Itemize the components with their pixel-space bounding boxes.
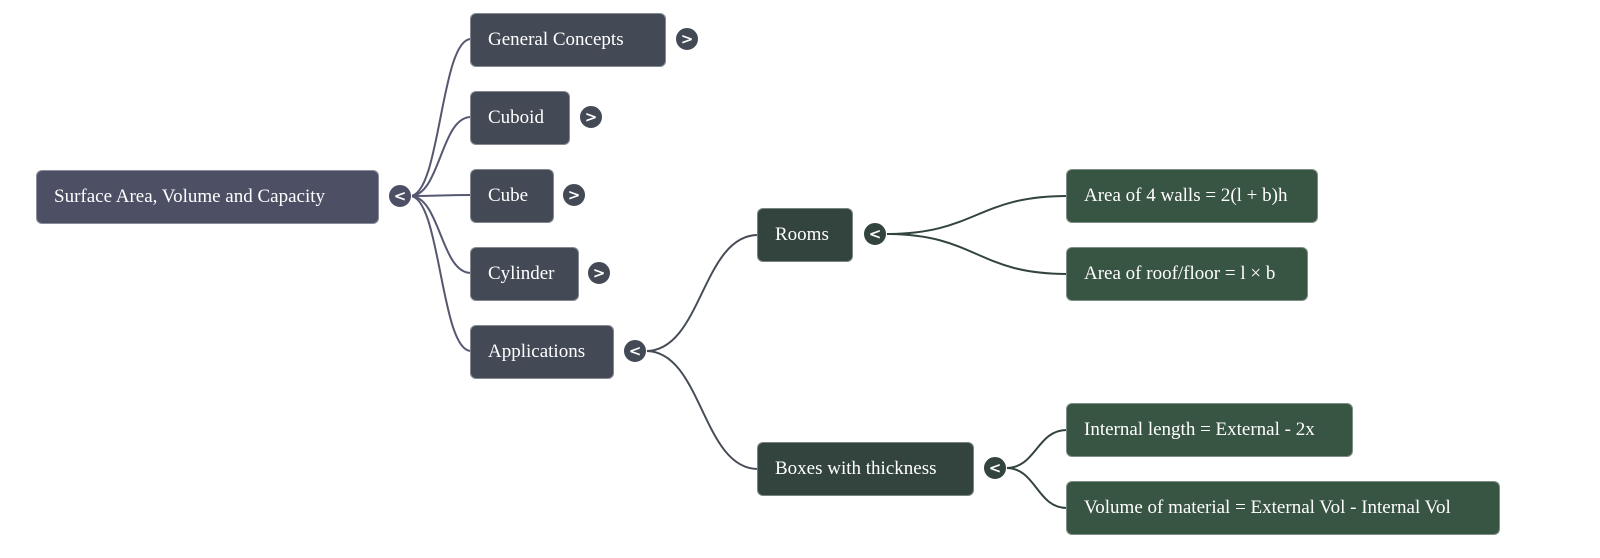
node-cube[interactable]: Cube bbox=[470, 169, 554, 223]
node-applications[interactable]: Applications bbox=[470, 325, 614, 379]
node-label: Boxes with thickness bbox=[775, 458, 937, 479]
connector-boxes-volume bbox=[1005, 467, 1068, 509]
node-label: Cube bbox=[488, 185, 529, 206]
node-label: Area of 4 walls = 2(l + b)h bbox=[1084, 185, 1288, 206]
node-label: Cuboid bbox=[488, 107, 544, 128]
node-label: Cylinder bbox=[488, 263, 555, 284]
node-internal-length[interactable]: Internal length = External - 2x bbox=[1066, 403, 1353, 457]
collapse-rooms-toggle-icon[interactable]: < bbox=[863, 222, 887, 246]
connector-root-0 bbox=[409, 38, 472, 197]
node-label: Applications bbox=[488, 341, 586, 362]
connector-root-2 bbox=[409, 194, 472, 197]
connector-rooms-roof bbox=[885, 233, 1068, 275]
node-area-of-4-walls[interactable]: Area of 4 walls = 2(l + b)h bbox=[1066, 169, 1318, 223]
connector-applications-rooms bbox=[645, 234, 759, 352]
node-label: Internal length = External - 2x bbox=[1084, 419, 1315, 440]
collapse-applications-toggle-icon[interactable]: < bbox=[623, 339, 647, 363]
expand-general-concepts-toggle-icon[interactable]: > bbox=[675, 27, 699, 51]
expand-cuboid-toggle-icon[interactable]: > bbox=[579, 105, 603, 129]
node-area-of-roof-floor[interactable]: Area of roof/floor = l × b bbox=[1066, 247, 1308, 301]
node-cuboid[interactable]: Cuboid bbox=[470, 91, 570, 145]
node-label: General Concepts bbox=[488, 29, 624, 50]
connector-root-4 bbox=[409, 195, 472, 352]
expand-cylinder-toggle-icon[interactable]: > bbox=[587, 261, 611, 285]
node-volume-of-material[interactable]: Volume of material = External Vol - Inte… bbox=[1066, 481, 1500, 535]
node-label: Rooms bbox=[775, 224, 829, 245]
node-label: Area of roof/floor = l × b bbox=[1084, 263, 1276, 284]
node-rooms[interactable]: Rooms bbox=[757, 208, 853, 262]
root-node[interactable]: Surface Area, Volume and Capacity bbox=[36, 170, 379, 224]
node-label: Volume of material = External Vol - Inte… bbox=[1084, 497, 1451, 518]
node-general-concepts[interactable]: General Concepts bbox=[470, 13, 666, 67]
collapse-root-toggle-icon[interactable]: < bbox=[388, 184, 412, 208]
node-boxes-with-thickness[interactable]: Boxes with thickness bbox=[757, 442, 974, 496]
node-cylinder[interactable]: Cylinder bbox=[470, 247, 579, 301]
connector-rooms-walls bbox=[885, 195, 1068, 235]
connector-root-1 bbox=[409, 116, 472, 197]
connector-root-3 bbox=[409, 195, 472, 274]
connector-boxes-internal bbox=[1005, 429, 1068, 469]
root-node-label: Surface Area, Volume and Capacity bbox=[54, 186, 326, 207]
connector-applications-boxes bbox=[645, 350, 759, 470]
expand-cube-toggle-icon[interactable]: > bbox=[562, 183, 586, 207]
collapse-boxes-toggle-icon[interactable]: < bbox=[983, 456, 1007, 480]
